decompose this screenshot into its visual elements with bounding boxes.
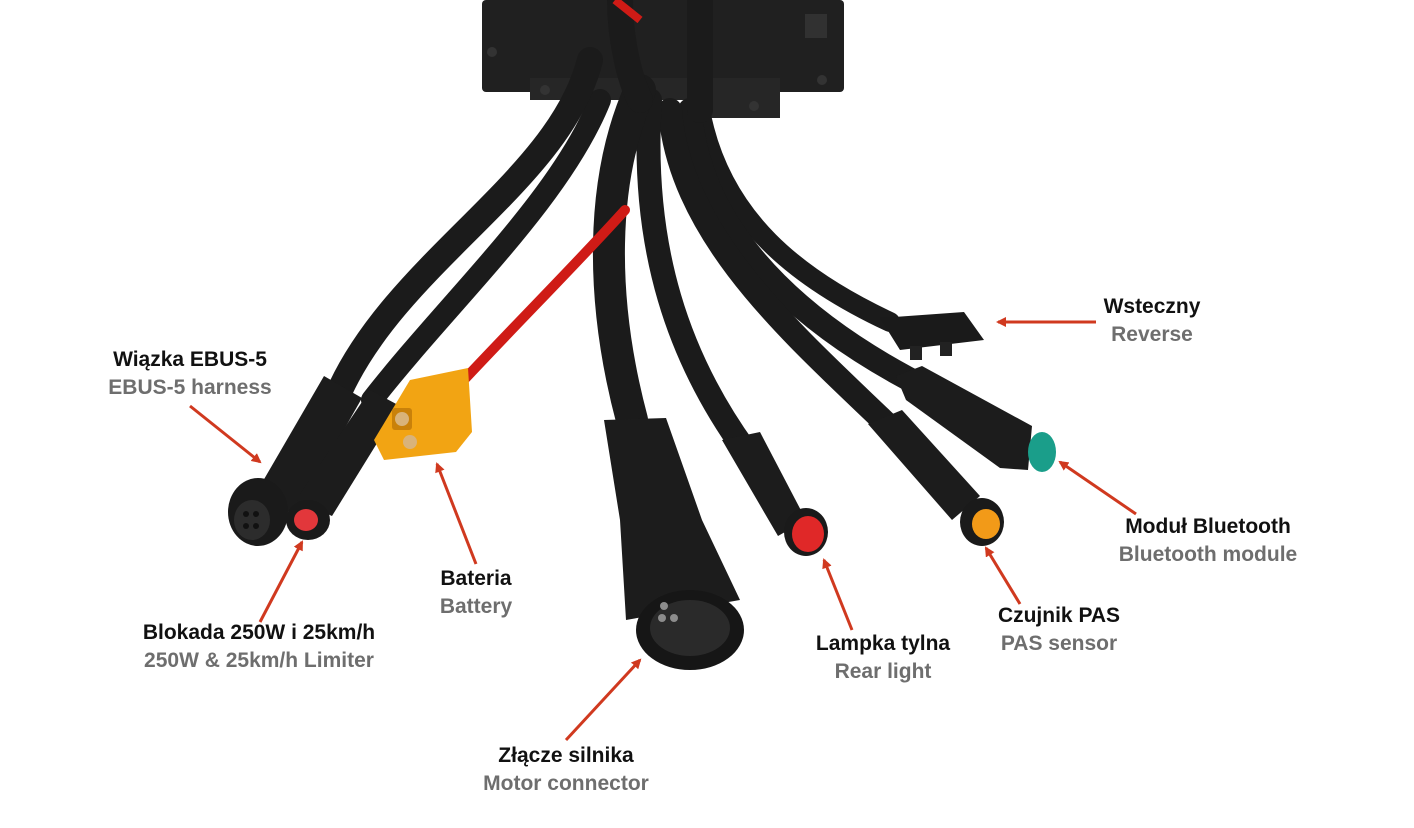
limiter-label-en: 250W & 25km/h Limiter — [144, 649, 374, 672]
motor-label-pl: Złącze silnika — [498, 744, 634, 767]
motor-arrow — [564, 658, 642, 742]
bluetooth-connector — [896, 366, 1056, 472]
rear-light-label: Lampka tylna Rear light — [798, 630, 968, 686]
ebus-label: Wiązka EBUS-5 EBUS-5 harness — [90, 346, 290, 402]
reverse-connector — [880, 312, 984, 360]
rear-light-label-pl: Lampka tylna — [815, 632, 951, 655]
battery-label: Bateria Battery — [416, 565, 536, 621]
limiter-connector — [286, 390, 400, 540]
battery-label-en: Battery — [439, 595, 513, 618]
motor-label-en: Motor connector — [483, 772, 649, 795]
pas-arrow — [984, 546, 1022, 605]
limiter-arrow — [258, 540, 304, 623]
cable-bundle — [327, 0, 942, 462]
ebus-label-en: EBUS-5 harness — [108, 376, 272, 399]
reverse-label: Wsteczny Reverse — [1090, 293, 1214, 349]
limiter-label-pl: Blokada 250W i 25km/h — [142, 621, 376, 644]
bluetooth-label: Moduł Bluetooth Bluetooth module — [1100, 513, 1316, 569]
pas-connector — [868, 410, 1004, 546]
ebus-label-pl: Wiązka EBUS-5 — [113, 348, 267, 371]
reverse-label-en: Reverse — [1111, 323, 1193, 346]
battery-arrow — [435, 462, 478, 565]
bluetooth-label-en: Bluetooth module — [1118, 543, 1298, 566]
limiter-label: Blokada 250W i 25km/h 250W & 25km/h Limi… — [118, 619, 400, 675]
bluetooth-arrow — [1058, 460, 1137, 516]
pas-label: Czujnik PAS PAS sensor — [984, 602, 1134, 658]
battery-label-pl: Bateria — [440, 567, 512, 590]
ebus-connector — [228, 376, 362, 546]
rear-light-label-en: Rear light — [834, 660, 932, 683]
battery-connector — [374, 368, 472, 460]
callout-arrows — [189, 317, 1137, 742]
pas-label-pl: Czujnik PAS — [997, 604, 1121, 627]
rear-light-connector — [722, 432, 828, 556]
pas-label-en: PAS sensor — [1000, 632, 1118, 655]
rear-light-arrow — [822, 558, 854, 631]
motor-label: Złącze silnika Motor connector — [466, 742, 666, 798]
ebus-arrow — [189, 404, 262, 464]
reverse-label-pl: Wsteczny — [1103, 295, 1201, 318]
motor-connector — [604, 418, 744, 670]
bluetooth-label-pl: Moduł Bluetooth — [1125, 515, 1291, 538]
